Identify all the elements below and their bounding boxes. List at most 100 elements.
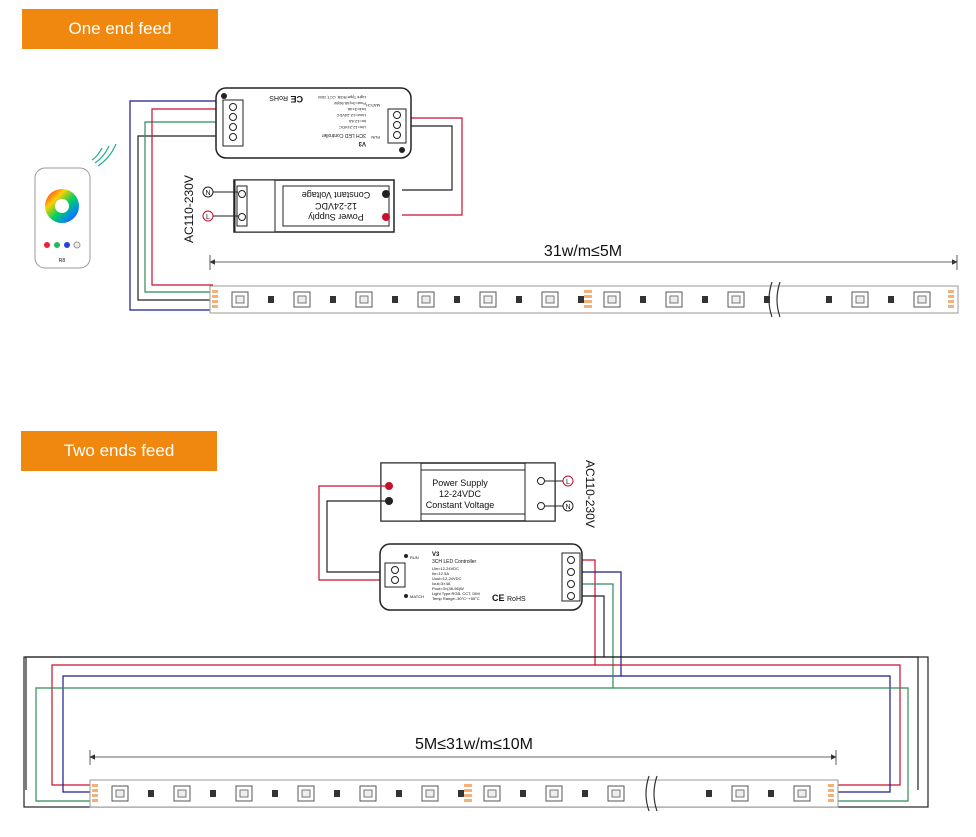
led-strip-two-ends xyxy=(89,775,839,812)
resistor xyxy=(272,790,278,797)
controller-model: V3 xyxy=(358,140,366,146)
solder-pad xyxy=(212,290,218,293)
resistor xyxy=(888,296,894,303)
resistor xyxy=(582,790,588,797)
remote-control: R8 xyxy=(34,143,117,269)
two-ends-wires xyxy=(25,485,919,802)
resistor xyxy=(148,790,154,797)
controller-spec-0: Uin=12-24VDC xyxy=(339,125,366,130)
controller-spec-3: Iout=3×4A xyxy=(347,107,366,112)
solder-pad xyxy=(92,799,98,802)
psu2-line-3: Constant Voltage xyxy=(426,500,495,510)
cut-pad xyxy=(464,784,472,787)
resistor xyxy=(826,296,832,303)
led-chip-core xyxy=(731,295,741,304)
psu2-line-2: 12-24VDC xyxy=(439,489,482,499)
solder-pad xyxy=(948,295,954,298)
cut-pad xyxy=(584,290,592,293)
resistor xyxy=(764,296,770,303)
controller2-name: 3CH LED Controller xyxy=(432,559,477,565)
led-chip-core xyxy=(297,295,307,304)
led-chip-core xyxy=(545,295,555,304)
resistor xyxy=(454,296,460,303)
cut-pad xyxy=(584,305,592,308)
resistor xyxy=(330,296,336,303)
power-supply-two-ends: Power Supply 12-24VDC Constant Voltage xyxy=(380,462,556,522)
rohs-mark-2: RoHS xyxy=(507,596,526,603)
led-chip-core xyxy=(797,789,807,798)
psu-line-1: Power Supply xyxy=(308,212,364,222)
terminal-n-two-ends xyxy=(562,500,574,512)
resistor xyxy=(768,790,774,797)
section-title-one-end-feed: One end feed xyxy=(22,9,218,49)
led-chip-core xyxy=(239,789,249,798)
break-mark xyxy=(645,775,658,812)
cut-pad xyxy=(464,789,472,792)
led-chip-core xyxy=(177,789,187,798)
cut-pad xyxy=(464,799,472,802)
controller2-spec-1: Iin=12.5A xyxy=(432,571,449,576)
solder-pad xyxy=(92,784,98,787)
psu-line-2: 12-24VDC xyxy=(314,201,357,211)
resistor xyxy=(458,790,464,797)
rohs-mark: RoHS xyxy=(269,94,288,101)
match-label: MATCH xyxy=(366,103,380,108)
solder-pad xyxy=(828,799,834,802)
solder-pad xyxy=(212,305,218,308)
led-chip-core xyxy=(115,789,125,798)
led-chip-core xyxy=(421,295,431,304)
controller-spec-4: Pout=3×(48-96)W xyxy=(334,101,366,106)
ac-label-two-ends: AC110-230V xyxy=(583,460,597,528)
resistor xyxy=(392,296,398,303)
solder-pad xyxy=(948,300,954,303)
resistor xyxy=(210,790,216,797)
led-chip-core xyxy=(483,295,493,304)
solder-pad xyxy=(212,295,218,298)
led-chip-core xyxy=(607,295,617,304)
solder-pad xyxy=(948,305,954,308)
controller2-model: V3 xyxy=(432,552,440,558)
run-label-2: RUN xyxy=(410,555,419,560)
led-chip-core xyxy=(359,295,369,304)
controller2-spec-0: Uin=12-24VDC xyxy=(432,566,459,571)
svg-text:N: N xyxy=(565,504,570,511)
controller-name: 3CH LED Controller xyxy=(321,132,366,138)
remote-label: R8 xyxy=(59,258,66,264)
solder-pad xyxy=(828,784,834,787)
resistor xyxy=(268,296,274,303)
controller2-spec-3: Iout=3×4A xyxy=(432,581,451,586)
controller-spec-5: Light Type:RGB, CCT, DIM xyxy=(318,95,366,100)
terminal-l-two-ends xyxy=(562,475,574,487)
resistor xyxy=(640,296,646,303)
match-label-2: MATCH xyxy=(410,594,424,599)
strip-length-label-two-ends: 5M≤31w/m≤10M xyxy=(415,736,533,753)
cut-pad xyxy=(584,295,592,298)
led-strip-one-end xyxy=(209,281,959,318)
one-end-wires xyxy=(129,100,463,311)
led-chip-core xyxy=(487,789,497,798)
led-chip-core xyxy=(301,789,311,798)
led-chip-core xyxy=(611,789,621,798)
strip-length-label-one-end: 31w/m≤5M xyxy=(544,243,622,260)
run-label: RUN xyxy=(371,135,380,140)
led-chip-core xyxy=(363,789,373,798)
psu2-line-1: Power Supply xyxy=(432,478,488,488)
svg-text:L: L xyxy=(206,214,210,221)
wireless-icon xyxy=(91,143,117,167)
resistor xyxy=(702,296,708,303)
solder-pad xyxy=(828,794,834,797)
solder-pad xyxy=(212,300,218,303)
controller2-spec-6: Temp Range:-30°C~+55°C xyxy=(432,596,480,601)
led-chip-core xyxy=(735,789,745,798)
cut-pad xyxy=(584,300,592,303)
resistor xyxy=(396,790,402,797)
svg-text:L: L xyxy=(566,479,570,486)
controller-one-end: V3 3CH LED Controller Uin=12-24VDC Iin=1… xyxy=(215,87,412,159)
section-title-two-ends-feed: Two ends feed xyxy=(21,431,217,471)
controller2-spec-2: Uout=12-24VDC xyxy=(432,576,462,581)
break-mark xyxy=(768,281,781,318)
solder-pad xyxy=(92,789,98,792)
controller-spec-1: Iin=12.5A xyxy=(349,119,366,124)
cut-pad xyxy=(464,794,472,797)
